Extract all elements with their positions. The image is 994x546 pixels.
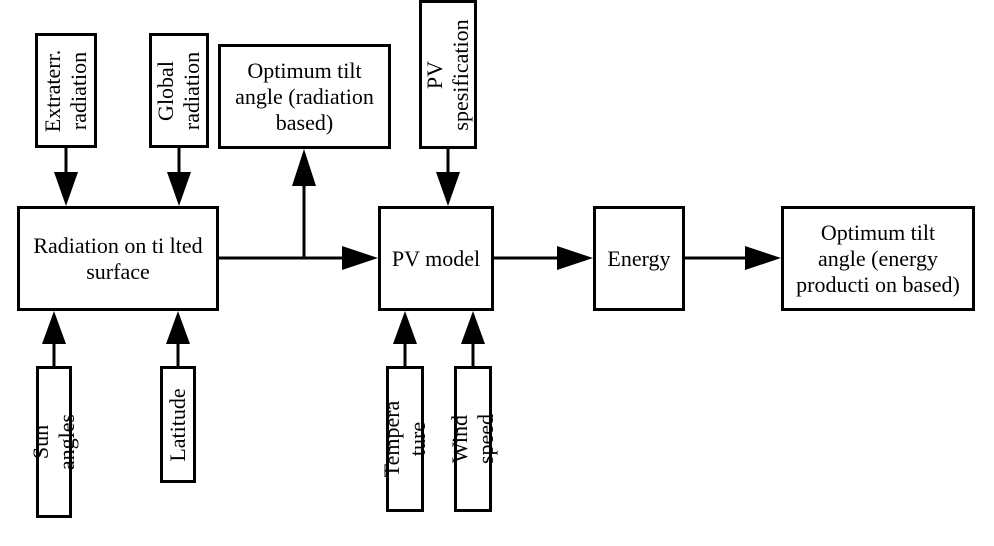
node-pv-model: PV model [378, 206, 494, 311]
arrowhead-down [436, 172, 460, 206]
arrowhead-right [342, 246, 378, 270]
node-label: Global radiation [153, 51, 204, 130]
arrowhead-up [292, 149, 316, 186]
node-optimum-tilt-energy: Optimum tilt angle (energy producti on b… [781, 206, 975, 311]
node-label: Energy [607, 245, 671, 271]
node-label: Optimum tilt angle (energy producti on b… [796, 219, 960, 297]
node-label: Tempera ture [379, 400, 430, 478]
node-temperature: Tempera ture [379, 366, 430, 512]
node-label: Radiation on ti lted surface [33, 232, 203, 284]
arrowhead-up [166, 311, 190, 344]
node-pv-specification: PV spesification [419, 0, 477, 149]
arrowhead-up [42, 311, 66, 344]
arrowhead-right [745, 246, 781, 270]
arrowhead-up [393, 311, 417, 344]
node-label: Latitude [165, 387, 190, 462]
node-latitude: Latitude [160, 366, 196, 483]
node-global-radiation: Global radiation [149, 33, 209, 148]
node-label: Optimum tilt angle (radiation based) [235, 57, 374, 135]
node-label: Sun angles [28, 413, 79, 471]
node-radiation-on-tilted-surface: Radiation on ti lted surface [17, 206, 219, 311]
node-extraterr-radiation: Extraterr. radiation [35, 33, 97, 148]
node-sun-angles: Sun angles [28, 366, 79, 518]
node-optimum-tilt-radiation: Optimum tilt angle (radiation based) [218, 44, 391, 149]
node-label: Wind speed [447, 413, 498, 465]
arrowhead-up [461, 311, 485, 344]
node-label: Extraterr. radiation [40, 49, 91, 132]
arrowhead-down [167, 172, 191, 206]
arrowhead-down [54, 172, 78, 206]
node-energy: Energy [593, 206, 685, 311]
node-wind-speed: Wind speed [447, 366, 498, 512]
node-label: PV spesification [422, 18, 473, 131]
node-label: PV model [391, 245, 481, 271]
arrowhead-right [557, 246, 593, 270]
